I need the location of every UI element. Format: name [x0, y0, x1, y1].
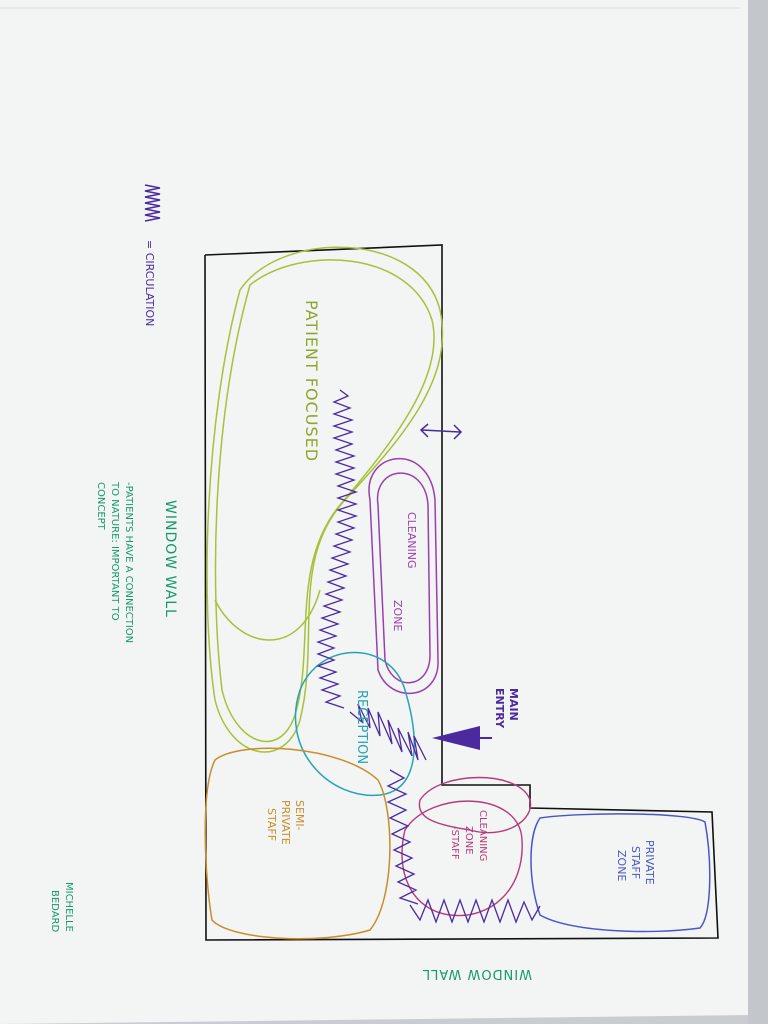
legend-squiggle: [144, 184, 161, 222]
window-wall-bottom: WINDOW WALL: [422, 966, 532, 981]
semi-private-label-line2: PRIVATE: [279, 800, 292, 845]
cleaning-staff-label: CLEANING ZONE -STAFF: [449, 810, 488, 861]
legend-text: = CIRCULATION: [143, 240, 156, 326]
private-staff-label-line1: PRIVATE: [643, 840, 656, 885]
circulation-path: [316, 389, 541, 924]
private-staff-label: PRIVATE STAFF ZONE: [615, 840, 656, 885]
semi-private-label-line1: SEMI-: [293, 800, 306, 831]
cleaning-staff-label-line3: -STAFF: [449, 826, 460, 860]
cleaning-staff-label-line2: ZONE: [463, 826, 474, 855]
cleaning-zone-label: CLEANING ZONE: [391, 512, 418, 631]
window-wall-note-line2: TO NATURE: IMPORTANT TO: [109, 481, 120, 621]
main-entry-label-line2: ENTRY: [493, 688, 506, 729]
semi-private-outline: [204, 747, 391, 940]
semi-private-label: SEMI- PRIVATE STAFF: [265, 800, 306, 845]
patient-zone-label: PATIENT FOCUSED: [302, 300, 321, 462]
semi-private-label-line3: STAFF: [265, 808, 278, 841]
cleaning-zone-outline: [368, 458, 439, 695]
author-line1: MICHELLE: [63, 882, 74, 932]
window-wall-left-title: WINDOW WALL: [162, 500, 178, 618]
private-staff-outline: [530, 813, 711, 933]
legend: = CIRCULATION: [143, 240, 156, 326]
paper-shadow-right: [748, 0, 768, 1024]
patient-zone-outline: [206, 246, 444, 753]
main-entry-label: MAIN ENTRY: [493, 688, 520, 729]
cleaning-staff-label-line1: CLEANING: [477, 810, 488, 861]
reception-label: RECEPTION: [354, 690, 369, 764]
cleaning-zone-label-line1: CLEANING: [405, 512, 418, 569]
cleaning-zone-label-line2: ZONE: [391, 600, 404, 631]
author-signature: MICHELLE BEDARD: [49, 882, 74, 932]
main-entry-label-line1: MAIN: [507, 688, 520, 721]
private-staff-label-line2: STAFF: [629, 846, 642, 879]
door-arrow: [419, 423, 463, 440]
window-wall-note-line3: CONCEPT: [95, 482, 106, 531]
main-entry-arrow: [432, 726, 480, 750]
private-staff-label-line3: ZONE: [615, 850, 628, 881]
reception-outline: [294, 651, 415, 796]
author-line2: BEDARD: [49, 890, 60, 932]
window-wall-note-line1: -PATIENTS HAVE A CONNECTION: [123, 482, 134, 643]
window-wall-left: WINDOW WALL -PATIENTS HAVE A CONNECTION …: [95, 481, 178, 643]
